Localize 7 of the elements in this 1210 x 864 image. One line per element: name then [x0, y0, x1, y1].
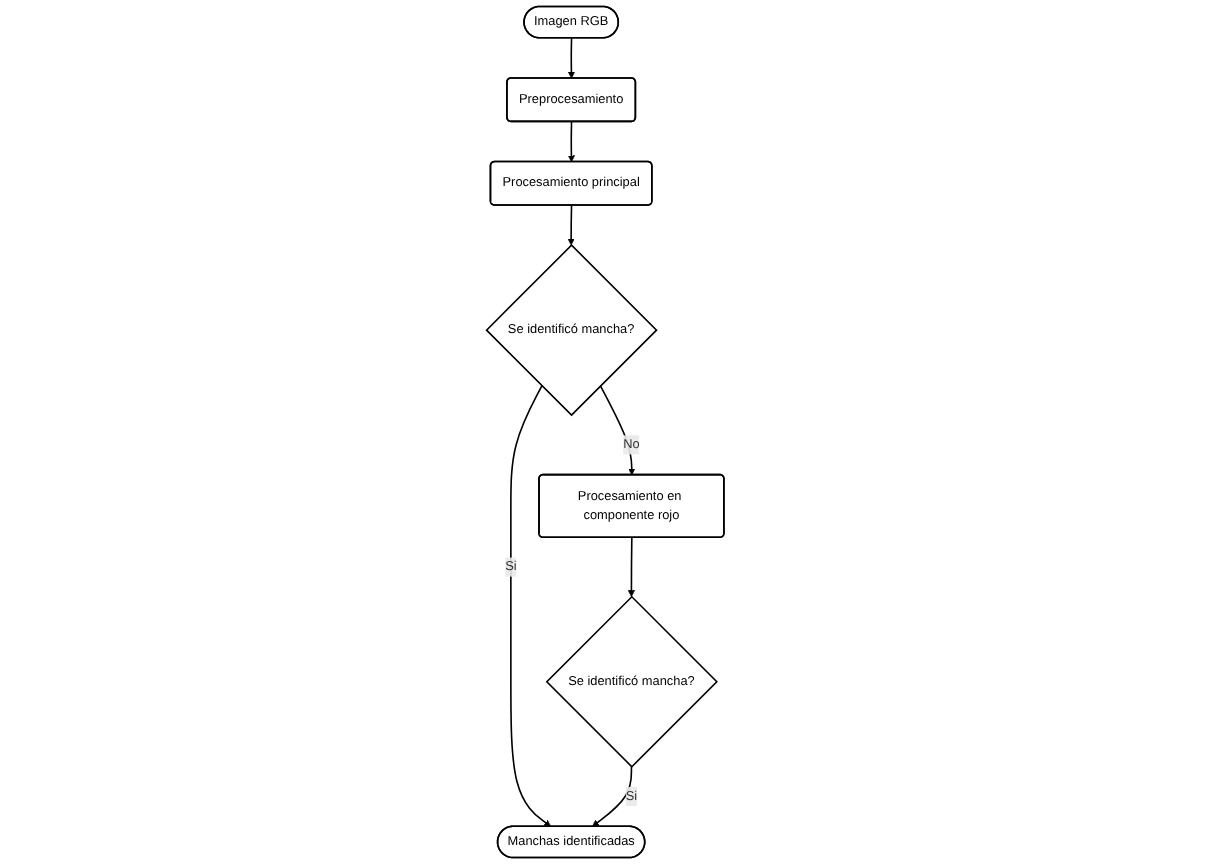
arrow	[509, 385, 551, 827]
arrow	[567, 37, 575, 79]
arrow	[567, 204, 575, 246]
arrow	[599, 385, 636, 476]
arrow	[567, 120, 575, 163]
arrow	[591, 765, 632, 827]
arrow	[627, 536, 635, 598]
